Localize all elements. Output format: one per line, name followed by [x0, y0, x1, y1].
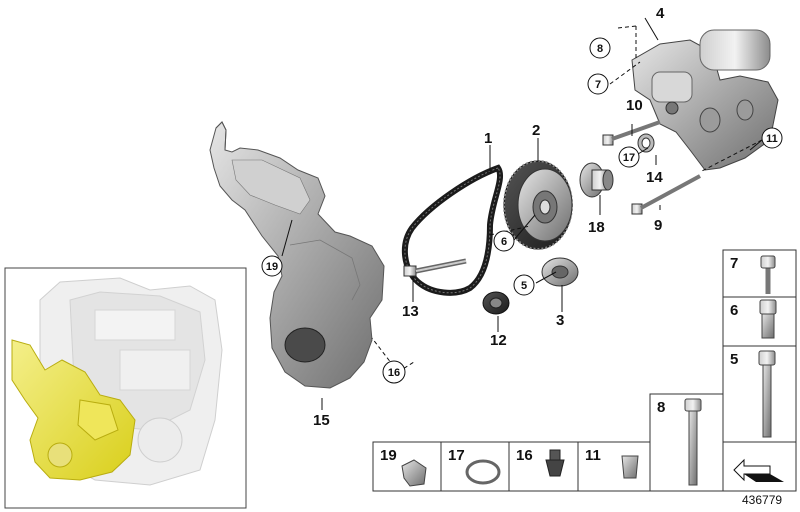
- highlighted-cover: [11, 339, 136, 481]
- callout-1: 1: [484, 130, 492, 147]
- part-cell-16: [508, 441, 579, 492]
- callout-10: 10: [626, 97, 643, 114]
- part-cell-6-label: 6: [730, 302, 738, 319]
- callout-15: 15: [313, 412, 330, 429]
- part-cell-19-label: 19: [380, 447, 397, 464]
- callout-16: 16: [388, 367, 400, 379]
- part-cell-16-label: 16: [516, 447, 533, 464]
- engine-overview-inset: [4, 267, 247, 509]
- lower-pulley: [541, 257, 579, 287]
- callout-7: 7: [595, 79, 601, 91]
- parts-table-right-column: 7 6 5: [722, 249, 797, 443]
- part-cell-8-label: 8: [657, 399, 665, 416]
- callout-18: 18: [588, 219, 605, 236]
- callout-12: 12: [490, 332, 507, 349]
- idler-pulley: [579, 162, 614, 198]
- part-cell-5-label: 5: [730, 351, 738, 368]
- part-cell-7: [722, 249, 797, 298]
- circled-callouts: 8 7 17 11 6 5 19 16: [261, 37, 783, 384]
- bolt-long: [631, 174, 701, 215]
- bolt-idler: [403, 258, 467, 277]
- leader-lines: [281, 17, 763, 410]
- callout-numbers: 1 2 3 4 9 10 12 13 14 15 18: [313, 5, 665, 429]
- callout-5: 5: [521, 280, 527, 292]
- callout-19: 19: [266, 261, 278, 273]
- bracket: [631, 29, 779, 171]
- seal-ring-pulley: [637, 133, 655, 153]
- callout-6: 6: [501, 236, 507, 248]
- callout-4: 4: [656, 5, 665, 22]
- parts-table-bottom-row: 19 17 16 11 8: [372, 393, 797, 492]
- part-cell-7-label: 7: [730, 255, 738, 272]
- vibration-damper: [503, 160, 573, 250]
- part-cell-11: [577, 441, 651, 492]
- callout-9: 9: [654, 217, 662, 234]
- part-cell-11-label: 11: [585, 447, 601, 464]
- callout-2: 2: [532, 122, 540, 139]
- callout-3: 3: [556, 312, 564, 329]
- idler-roller: [482, 291, 510, 315]
- cover-housing: [209, 121, 385, 389]
- diagram-number: 436779: [742, 493, 782, 507]
- callout-14: 14: [646, 169, 663, 186]
- callout-17: 17: [623, 152, 635, 164]
- callout-11: 11: [766, 133, 778, 145]
- bolt-bracket-mid: [602, 120, 661, 146]
- callout-8: 8: [597, 43, 603, 55]
- callout-13: 13: [402, 303, 419, 320]
- part-cell-17-label: 17: [448, 447, 465, 464]
- drive-belt: [401, 164, 503, 296]
- arrow-icon: [733, 458, 771, 482]
